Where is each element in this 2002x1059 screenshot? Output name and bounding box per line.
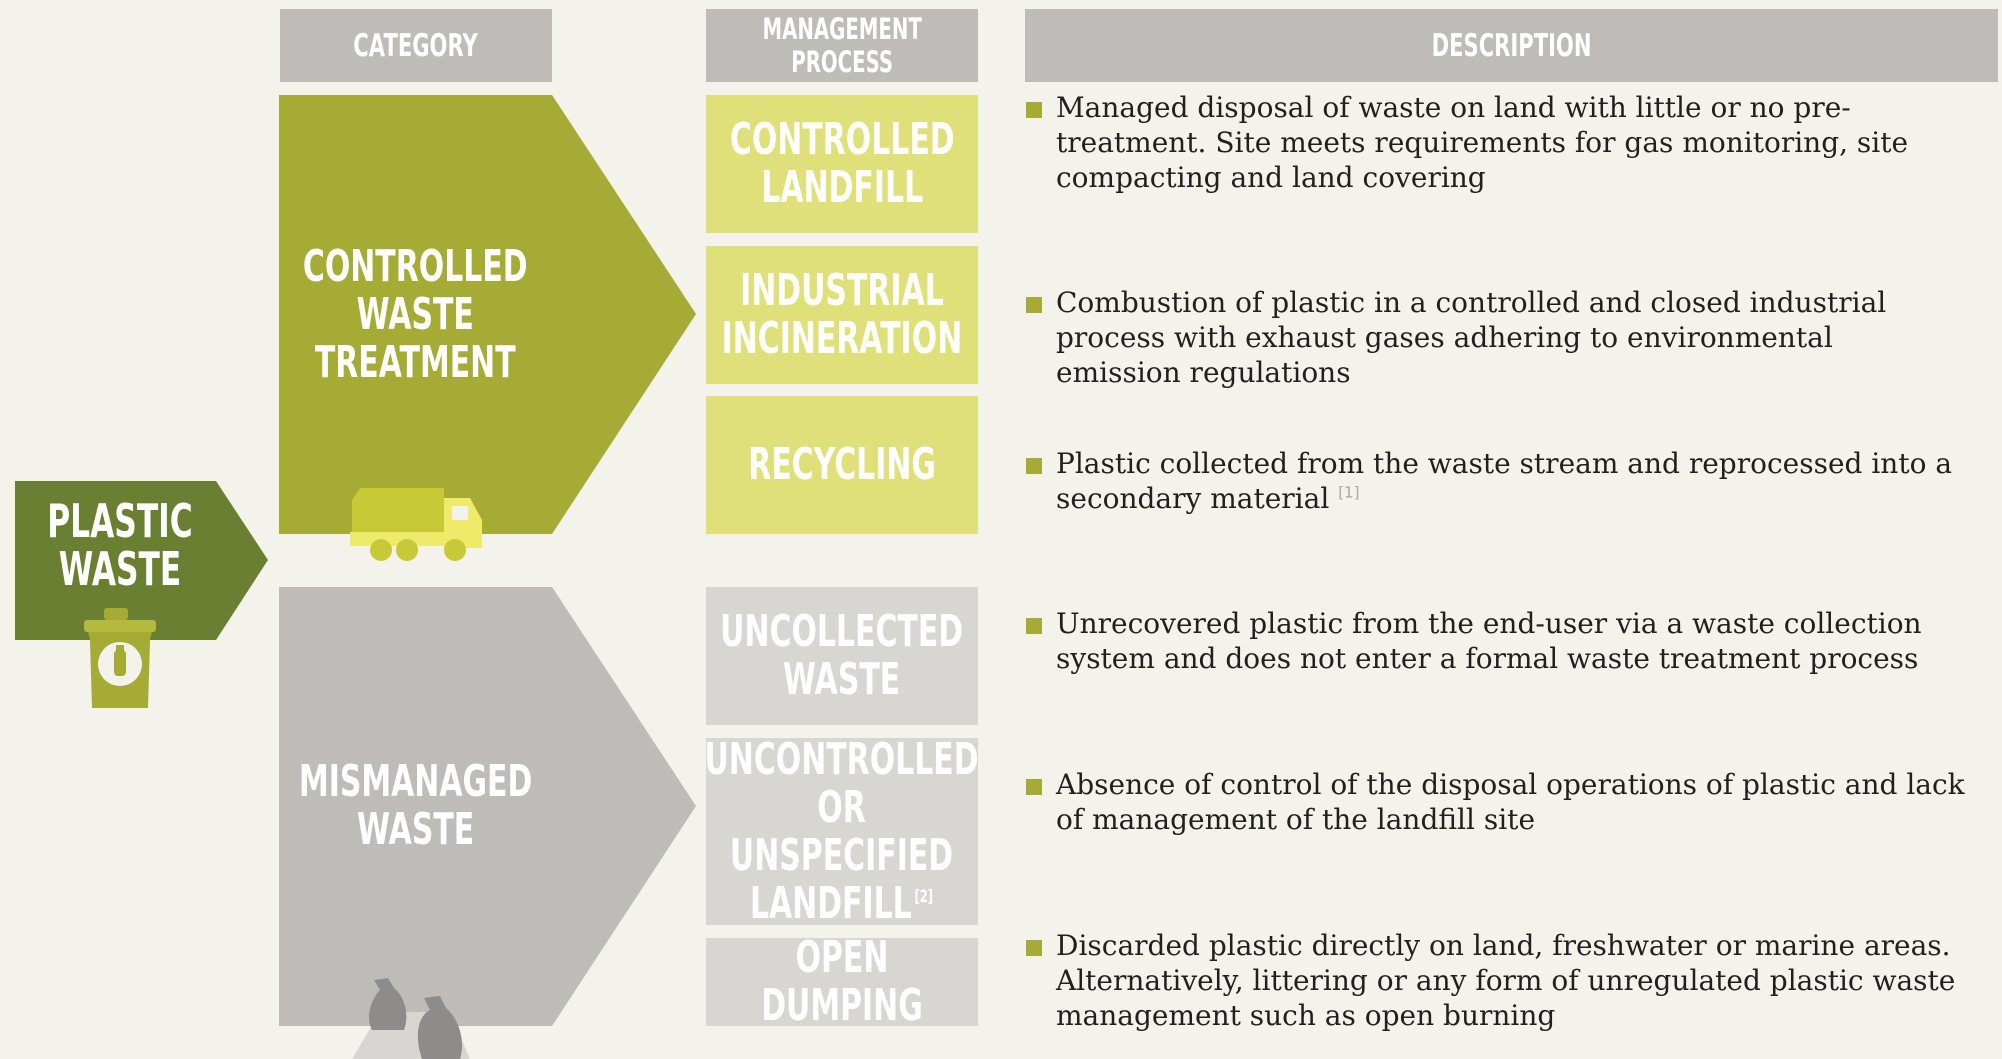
- description-text: Unrecovered plastic from the end-user vi…: [1056, 607, 1922, 675]
- header-description-label: DESCRIPTION: [1431, 27, 1592, 64]
- description-uncontrolled-landfill: Absence of control of the disposal opera…: [1026, 767, 1966, 837]
- bullet-marker: [1026, 618, 1042, 634]
- reference-2: [2]: [914, 886, 934, 907]
- header-management-process-label: MANAGEMENT PROCESS: [762, 11, 922, 79]
- garbage-truck-icon: [350, 488, 482, 561]
- header-description: DESCRIPTION: [1025, 9, 1998, 82]
- description-text: Plastic collected from the waste stream …: [1056, 447, 1953, 515]
- header-management-process: MANAGEMENT PROCESS: [706, 9, 978, 82]
- header-category: CATEGORY: [280, 9, 552, 82]
- description-text: Discarded plastic directly on land, fres…: [1056, 929, 1956, 1032]
- trash-bags-icon: [352, 978, 470, 1059]
- description-text: Combustion of plastic in a controlled an…: [1056, 286, 1887, 389]
- description-recycling: Plastic collected from the waste stream …: [1026, 446, 1966, 516]
- waste-bin-icon: [84, 608, 156, 708]
- mismanaged-waste-arrow: [279, 587, 696, 1026]
- plastic-waste-arrow: [15, 481, 268, 640]
- process-controlled-landfill: CONTROLLED LANDFILL: [706, 95, 978, 233]
- bullet-marker: [1026, 102, 1042, 118]
- bullet-marker: [1026, 297, 1042, 313]
- category-mismanaged-label: MISMANAGED WASTE: [298, 756, 533, 855]
- category-controlled-label: CONTROLLED WASTE TREATMENT: [303, 241, 528, 388]
- bullet-marker: [1026, 779, 1042, 795]
- controlled-waste-arrow: [279, 95, 696, 534]
- bullet-marker: [1026, 458, 1042, 474]
- plastic-waste-label: PLASTIC WASTE: [47, 494, 193, 596]
- process-recycling: RECYCLING: [706, 396, 978, 534]
- process-uncollected-waste: UNCOLLECTED WASTE: [706, 587, 978, 725]
- process-uncontrolled-landfill: UNCONTROLLED OR UNSPECIFIED LANDFILL[2]: [705, 735, 979, 927]
- bullet-marker: [1026, 940, 1042, 956]
- reference-1: [1]: [1338, 483, 1360, 502]
- process-uncontrolled-landfill-label: UNCONTROLLED OR UNSPECIFIED LANDFILL: [704, 733, 980, 929]
- description-text: Absence of control of the disposal opera…: [1056, 768, 1965, 836]
- description-open-dumping: Discarded plastic directly on land, fres…: [1026, 928, 1966, 1033]
- header-category-label: CATEGORY: [353, 27, 479, 64]
- process-industrial-incineration: INDUSTRIAL INCINERATION: [706, 246, 978, 384]
- description-uncollected-waste: Unrecovered plastic from the end-user vi…: [1026, 606, 1966, 676]
- description-industrial-incineration: Combustion of plastic in a controlled an…: [1026, 285, 1966, 390]
- process-open-dumping: OPEN DUMPING: [706, 934, 978, 1030]
- description-text: Managed disposal of waste on land with l…: [1056, 91, 1909, 194]
- description-controlled-landfill: Managed disposal of waste on land with l…: [1026, 90, 1966, 195]
